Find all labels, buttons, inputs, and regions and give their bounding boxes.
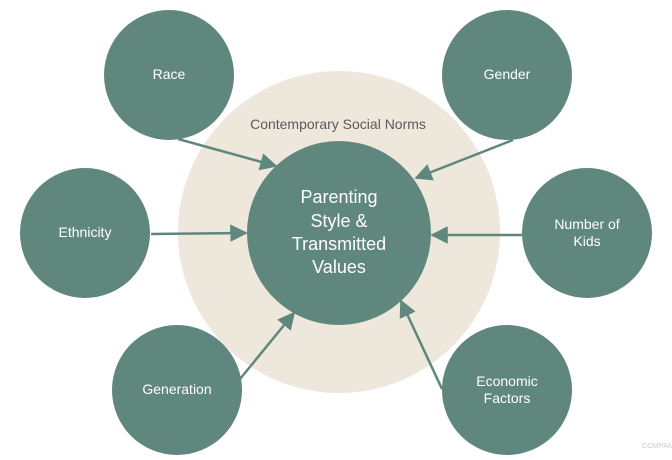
race-node: [104, 10, 234, 140]
number-of-kids-node: [522, 168, 652, 298]
economic-factors-node: [442, 325, 572, 455]
watermark-text: COMPANY: [642, 443, 672, 450]
edge-economic-factors-to-center: [399, 299, 444, 390]
social-norms-label: Contemporary Social Norms: [250, 116, 426, 132]
edge-gender-to-center: [414, 138, 514, 181]
edge-ethnicity-to-center: [150, 224, 248, 242]
gender-node: [442, 10, 572, 140]
ethnicity-node: [20, 168, 150, 298]
center-node: [247, 141, 431, 325]
generation-node: [112, 325, 242, 455]
edge-generation-to-center: [239, 311, 296, 380]
edge-race-to-center: [177, 137, 278, 171]
